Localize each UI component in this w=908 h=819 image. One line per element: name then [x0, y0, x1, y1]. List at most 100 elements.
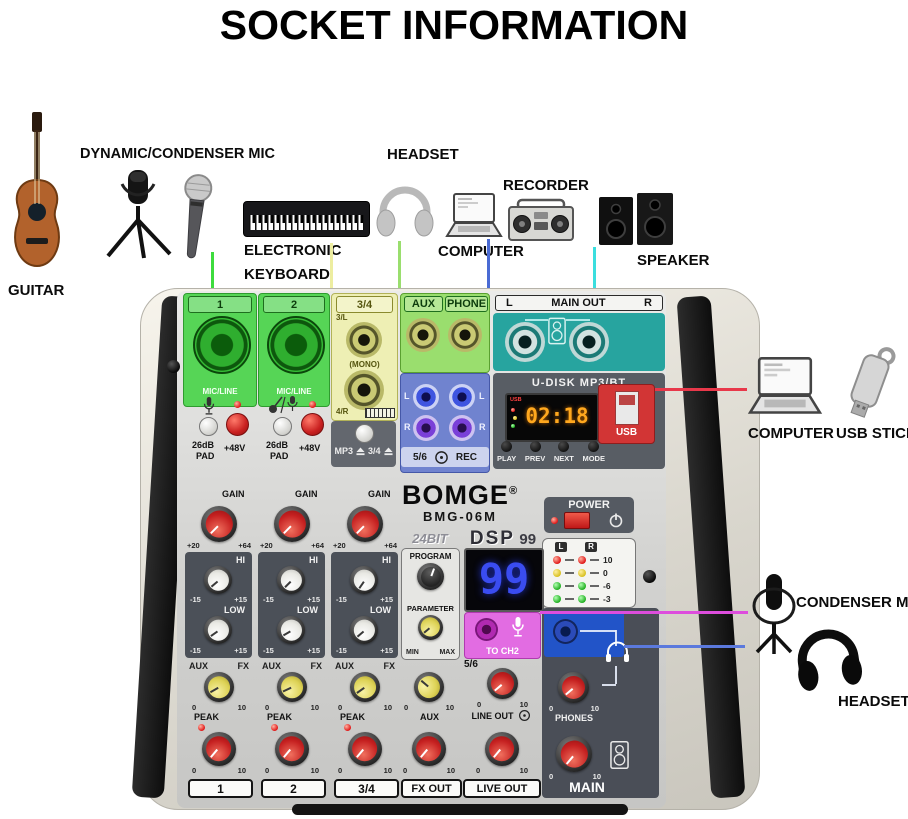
rca-r-label-right: R: [479, 422, 486, 432]
ch1-low-knob: [203, 615, 233, 645]
24bit-label: 24BIT: [412, 531, 448, 546]
display-usb-tag: USB: [510, 397, 522, 403]
disc-icon: [518, 710, 530, 721]
gain-label: GAIN: [295, 489, 318, 499]
mixer-stand: [292, 804, 628, 815]
guitar-image: [14, 112, 60, 268]
mono-label: (MONO): [349, 360, 380, 369]
main-out-r: R: [644, 297, 652, 309]
ch2-pad-button: [273, 417, 292, 436]
rca-l-label-right: L: [479, 391, 485, 401]
meter-row: -3: [553, 594, 611, 604]
speaker-label: SPEAKER: [637, 252, 710, 269]
computer2-image: [747, 357, 823, 414]
ch2-combo-jack: [267, 316, 325, 374]
condenser-mic-image: [106, 170, 172, 259]
line-speaker-to-mainout: [593, 247, 596, 296]
ch2-guitar-mic-icon: [269, 396, 298, 414]
gain-range: +20+64: [187, 541, 251, 550]
peak-label: PEAK: [194, 712, 220, 722]
power-label: POWER: [568, 499, 610, 511]
wire-decoration: [615, 630, 617, 646]
hi-label: HI: [382, 555, 391, 565]
ch34-level-knob: [347, 731, 383, 767]
dynamic-mic-image: [184, 174, 213, 259]
wire-decoration: [566, 319, 590, 321]
meter-value: 0: [603, 568, 608, 578]
recorder-image: [508, 198, 574, 241]
mode-label: MODE: [582, 454, 605, 463]
phones-knob: [557, 671, 590, 704]
keyboard-label-line2: KEYBOARD: [244, 266, 330, 283]
usb-stick-label: USB STICK: [836, 425, 908, 442]
gain-range: +20+64: [260, 541, 324, 550]
next-button-knob: [558, 441, 570, 452]
ch1-combo-jack: [193, 316, 251, 374]
peak-label: PEAK: [340, 712, 366, 722]
ch34-eject-label: 3/4: [368, 446, 381, 456]
toch2-jack: [475, 618, 498, 641]
brand-block: BOMGE® BMG-06M: [370, 480, 550, 524]
display-led: [511, 408, 515, 412]
main-out-l: L: [506, 297, 513, 309]
liveout-knob: [484, 731, 520, 767]
hi-range: -15+15: [190, 595, 247, 604]
mp3-label: MP3: [334, 446, 353, 456]
usb-port-label: USB: [615, 427, 638, 438]
play-label: PLAY: [497, 454, 517, 463]
main-label: MAIN: [569, 779, 605, 795]
rca-56-l: [413, 384, 439, 410]
ch1-level-knob: [201, 731, 237, 767]
dsp-logo: DSP 99: [464, 528, 542, 550]
aux-master-label: AUX: [419, 712, 439, 722]
player-display: USB 02:18: [505, 393, 599, 442]
phone-header: PHONE: [445, 296, 488, 312]
ch2-level-knob: [274, 731, 310, 767]
ch34-peak-led: [344, 724, 351, 731]
toch2-box: TO CH2: [464, 612, 541, 659]
ch2-eq-box: HI -15+15 LOW -15+15: [258, 552, 325, 658]
mic-icon: [512, 617, 524, 637]
ruler-icon: [365, 408, 395, 418]
next-label: NEXT: [553, 454, 574, 463]
ch1-fx-knob: [203, 671, 235, 703]
meter-value: 10: [603, 555, 613, 565]
ch2-peak-led: [271, 724, 278, 731]
gain-label: GAIN: [222, 489, 245, 499]
lineout-row: LINE OUT: [462, 709, 540, 722]
ch2-micline-label: MIC/LINE: [276, 387, 312, 396]
fxout-knob: [411, 731, 447, 767]
player-buttons: PLAY PREV NEXT MODE: [497, 441, 605, 463]
lineout-knob: [486, 667, 519, 700]
ch2-fx-knob: [277, 672, 307, 702]
aux-header: AUX: [404, 296, 443, 312]
ch34-header: 3/4: [336, 296, 393, 313]
headset-label: HEADSET: [387, 146, 459, 163]
guitar-label: GUITAR: [8, 282, 65, 299]
parameter-knob: [417, 614, 444, 641]
main-knob: [555, 735, 593, 773]
fxout-label-chip: FX OUT: [401, 779, 462, 798]
dynamic-condenser-mic-label: DYNAMIC/CONDENSER MIC: [80, 146, 275, 162]
rca-rec-l: [449, 384, 475, 410]
condenser-mic2-label: CONDENSER MIC: [796, 594, 908, 611]
ch2-hi-knob: [276, 565, 306, 595]
program-knob: [417, 563, 444, 590]
ch34-fx-knob: [349, 671, 381, 703]
ch1-pad-label2: PAD: [196, 451, 215, 461]
wire-decoration: [602, 684, 616, 686]
meter-row: 10: [553, 555, 612, 565]
ch1-pad-button: [199, 417, 218, 436]
ch1-mic-icon: [203, 397, 215, 415]
brand-name: BOMGE: [401, 480, 509, 510]
player-panel: U-DISK MP3/BT USB 02:18 USB PLAY PREV NE…: [493, 373, 665, 469]
gain-label: GAIN: [368, 489, 391, 499]
meter-r-chip: R: [585, 542, 597, 552]
